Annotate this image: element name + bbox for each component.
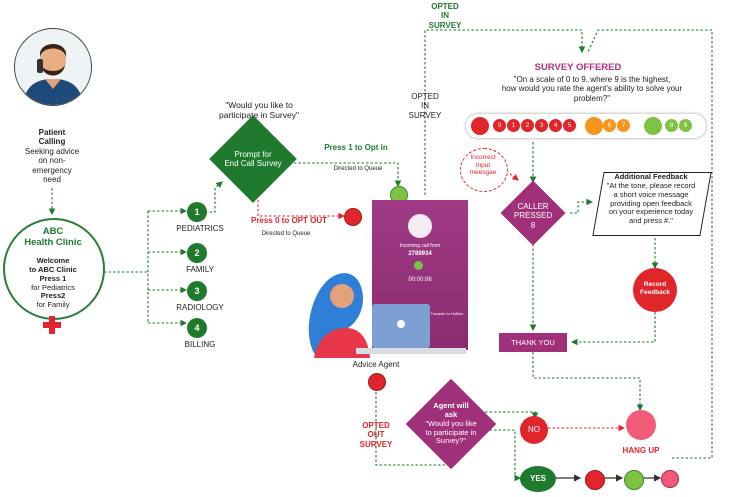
menu-option-2[interactable]: 2 — [187, 243, 207, 263]
incorrect-input-label: Incorrect Input meesgae — [469, 154, 497, 177]
rating-option-4[interactable]: 4 — [549, 119, 562, 132]
happy-face-icon — [624, 470, 644, 490]
yes-node: YES — [520, 466, 556, 492]
rating-option-6[interactable]: 6 — [603, 119, 616, 132]
menu-label-family: FAMILY — [186, 265, 214, 274]
rating-option-3[interactable]: 3 — [535, 119, 548, 132]
agent-illustration — [308, 273, 466, 358]
caller-avatar-icon — [408, 214, 432, 238]
agent-sad-icon — [368, 373, 386, 391]
opted-out-label: OPTED OUT SURVEY — [359, 421, 393, 449]
hang-up-icon[interactable] — [626, 410, 656, 440]
caller-pressed-label: CALLER PRESSED 8 — [513, 202, 553, 230]
prompt-question: "Would you like to participate in Survey… — [218, 100, 300, 121]
call-timer: 00:00:06 — [408, 277, 432, 283]
incoming-call-label: Incoming call from — [399, 243, 441, 249]
rating-option-1[interactable]: 1 — [507, 119, 520, 132]
caller-number: 2789934 — [408, 251, 432, 257]
hang-up-label: HANG UP — [622, 446, 660, 455]
rating-sad-face-icon — [471, 117, 489, 135]
survey-title: SURVEY OFFERED — [534, 62, 622, 73]
rating-option-9[interactable]: 9 — [679, 119, 692, 132]
answer-call-icon[interactable] — [414, 261, 423, 270]
menu-label-billing: BILLING — [184, 340, 216, 349]
survey-end-icon — [661, 470, 679, 488]
rating-happy-face-icon — [644, 117, 662, 135]
rating-option-7[interactable]: 7 — [617, 119, 630, 132]
agent-label: Advice Agent — [352, 360, 400, 369]
clinic-node — [3, 218, 105, 320]
sad-face-icon — [585, 470, 605, 490]
clinic-name: ABC Health Clinic — [24, 226, 82, 249]
patient-desc: Seeking advice on non- emergency need — [24, 147, 80, 185]
record-feedback-label: Record Feedback — [640, 281, 670, 296]
no-node: NO — [520, 416, 548, 444]
menu-label-pediatrics: PEDIATRICS — [176, 224, 224, 233]
thank-you-box: THANK YOU — [499, 333, 567, 352]
agent-ask-label: Agent will ask "Would you like to partic… — [425, 401, 477, 446]
incorrect-input-node — [460, 148, 508, 192]
clinic-menu-text: Welcome to ABC Clinic Press 1 for Pediat… — [29, 256, 77, 310]
red-cross-icon — [43, 316, 61, 334]
rating-neutral-face-icon — [585, 117, 603, 135]
directed-queue-label-2: Directed to Queue — [261, 231, 311, 237]
transfer-label: Transfer to Hotline — [430, 311, 464, 316]
menu-option-1[interactable]: 1 — [187, 202, 207, 222]
rating-option-0[interactable]: 0 — [493, 119, 506, 132]
survey-question: "On a scale of 0 to 9, where 9 is the hi… — [501, 75, 683, 103]
menu-label-radiology: RADIOLOGY — [176, 303, 224, 312]
opt-out-label: Press 0 to OPT OUT — [250, 216, 328, 225]
prompt-diamond-label: Prompt for End Call Survey — [224, 150, 282, 169]
menu-option-3[interactable]: 3 — [187, 281, 207, 301]
opted-in-top-label: OPTED IN SURVEY — [428, 2, 462, 30]
opted-in-mid-label: OPTED IN SURVEY — [408, 92, 442, 120]
opt-in-label: Press 1 to Opt in — [324, 143, 388, 152]
menu-option-4[interactable]: 4 — [187, 318, 207, 338]
patient-avatar — [14, 28, 92, 106]
rating-option-5[interactable]: 5 — [563, 119, 576, 132]
opt-out-sad-icon — [344, 208, 362, 226]
rating-option-8[interactable]: 8 — [665, 119, 678, 132]
directed-queue-label-1: Directed to Queue — [333, 166, 383, 172]
feedback-text: Additional Feedback "At the tone, please… — [606, 172, 696, 226]
rating-option-2[interactable]: 2 — [521, 119, 534, 132]
patient-title: Patient Calling — [38, 128, 66, 147]
record-feedback-node — [633, 268, 677, 312]
patient-icon — [23, 44, 83, 105]
